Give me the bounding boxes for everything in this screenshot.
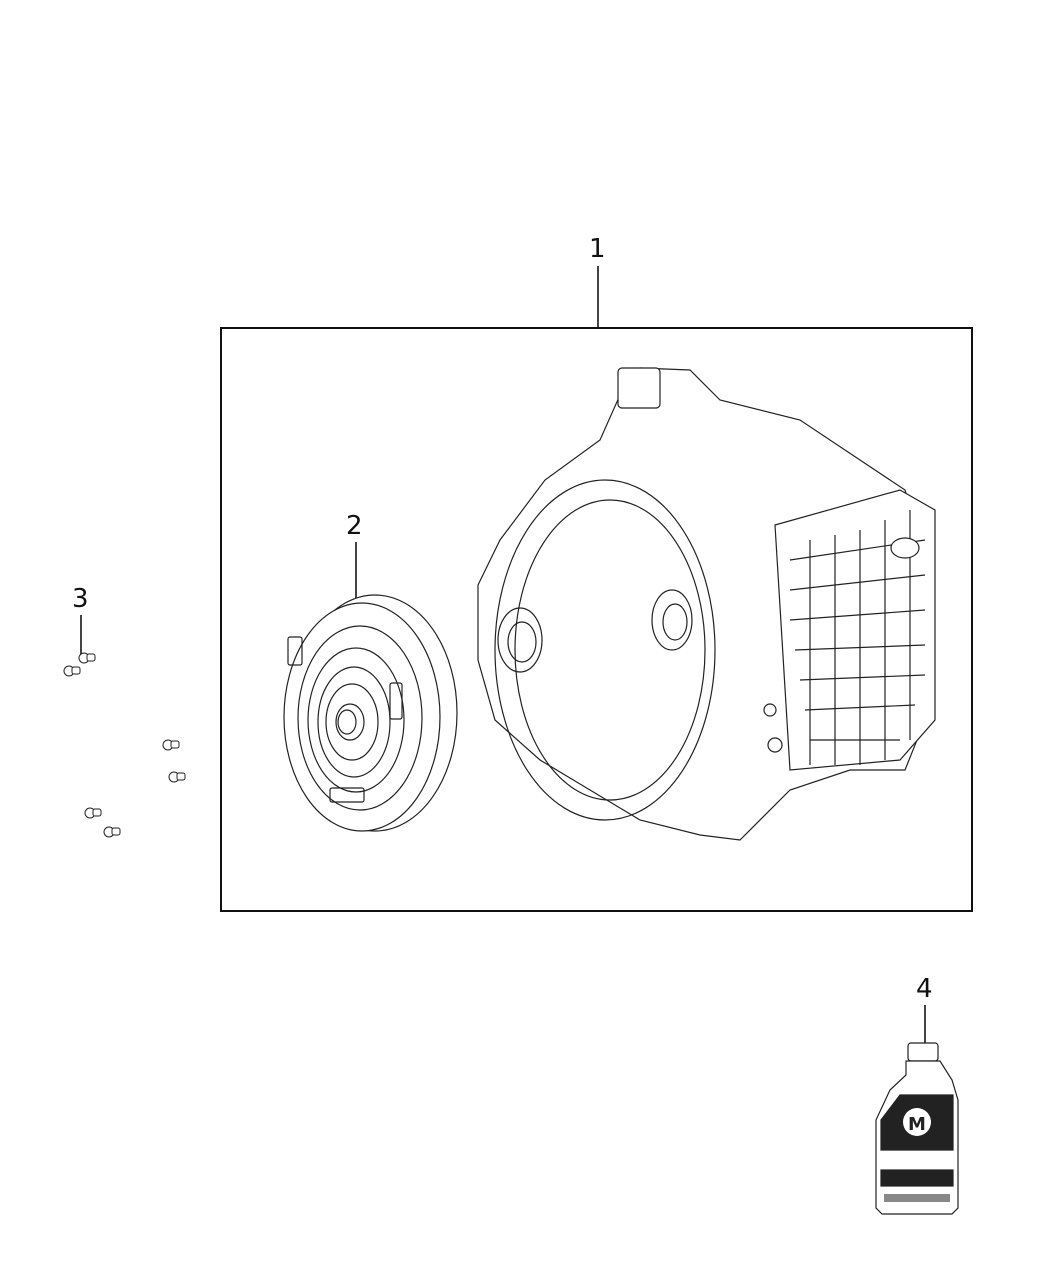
callout-2: 2 — [346, 511, 363, 541]
leader-line-4 — [924, 1005, 926, 1045]
assembly-frame — [220, 327, 973, 912]
transmission-drawing — [477, 367, 936, 841]
bolt — [168, 771, 186, 783]
leader-line-3 — [80, 615, 82, 655]
torque-converter-drawing — [283, 594, 458, 832]
leader-line-1 — [597, 266, 599, 327]
callout-1: 1 — [589, 234, 606, 264]
bolt — [162, 739, 180, 751]
leader-line-2 — [355, 542, 357, 600]
bolt — [103, 826, 121, 838]
bolts-drawing — [63, 652, 186, 838]
bolt — [84, 807, 102, 819]
bolt — [63, 665, 81, 677]
callout-3: 3 — [72, 584, 89, 614]
brand-logo-icon: M — [908, 1114, 926, 1135]
fluid-bottle-drawing: M — [875, 1042, 959, 1215]
callout-4: 4 — [916, 974, 933, 1004]
bolt — [78, 652, 96, 664]
